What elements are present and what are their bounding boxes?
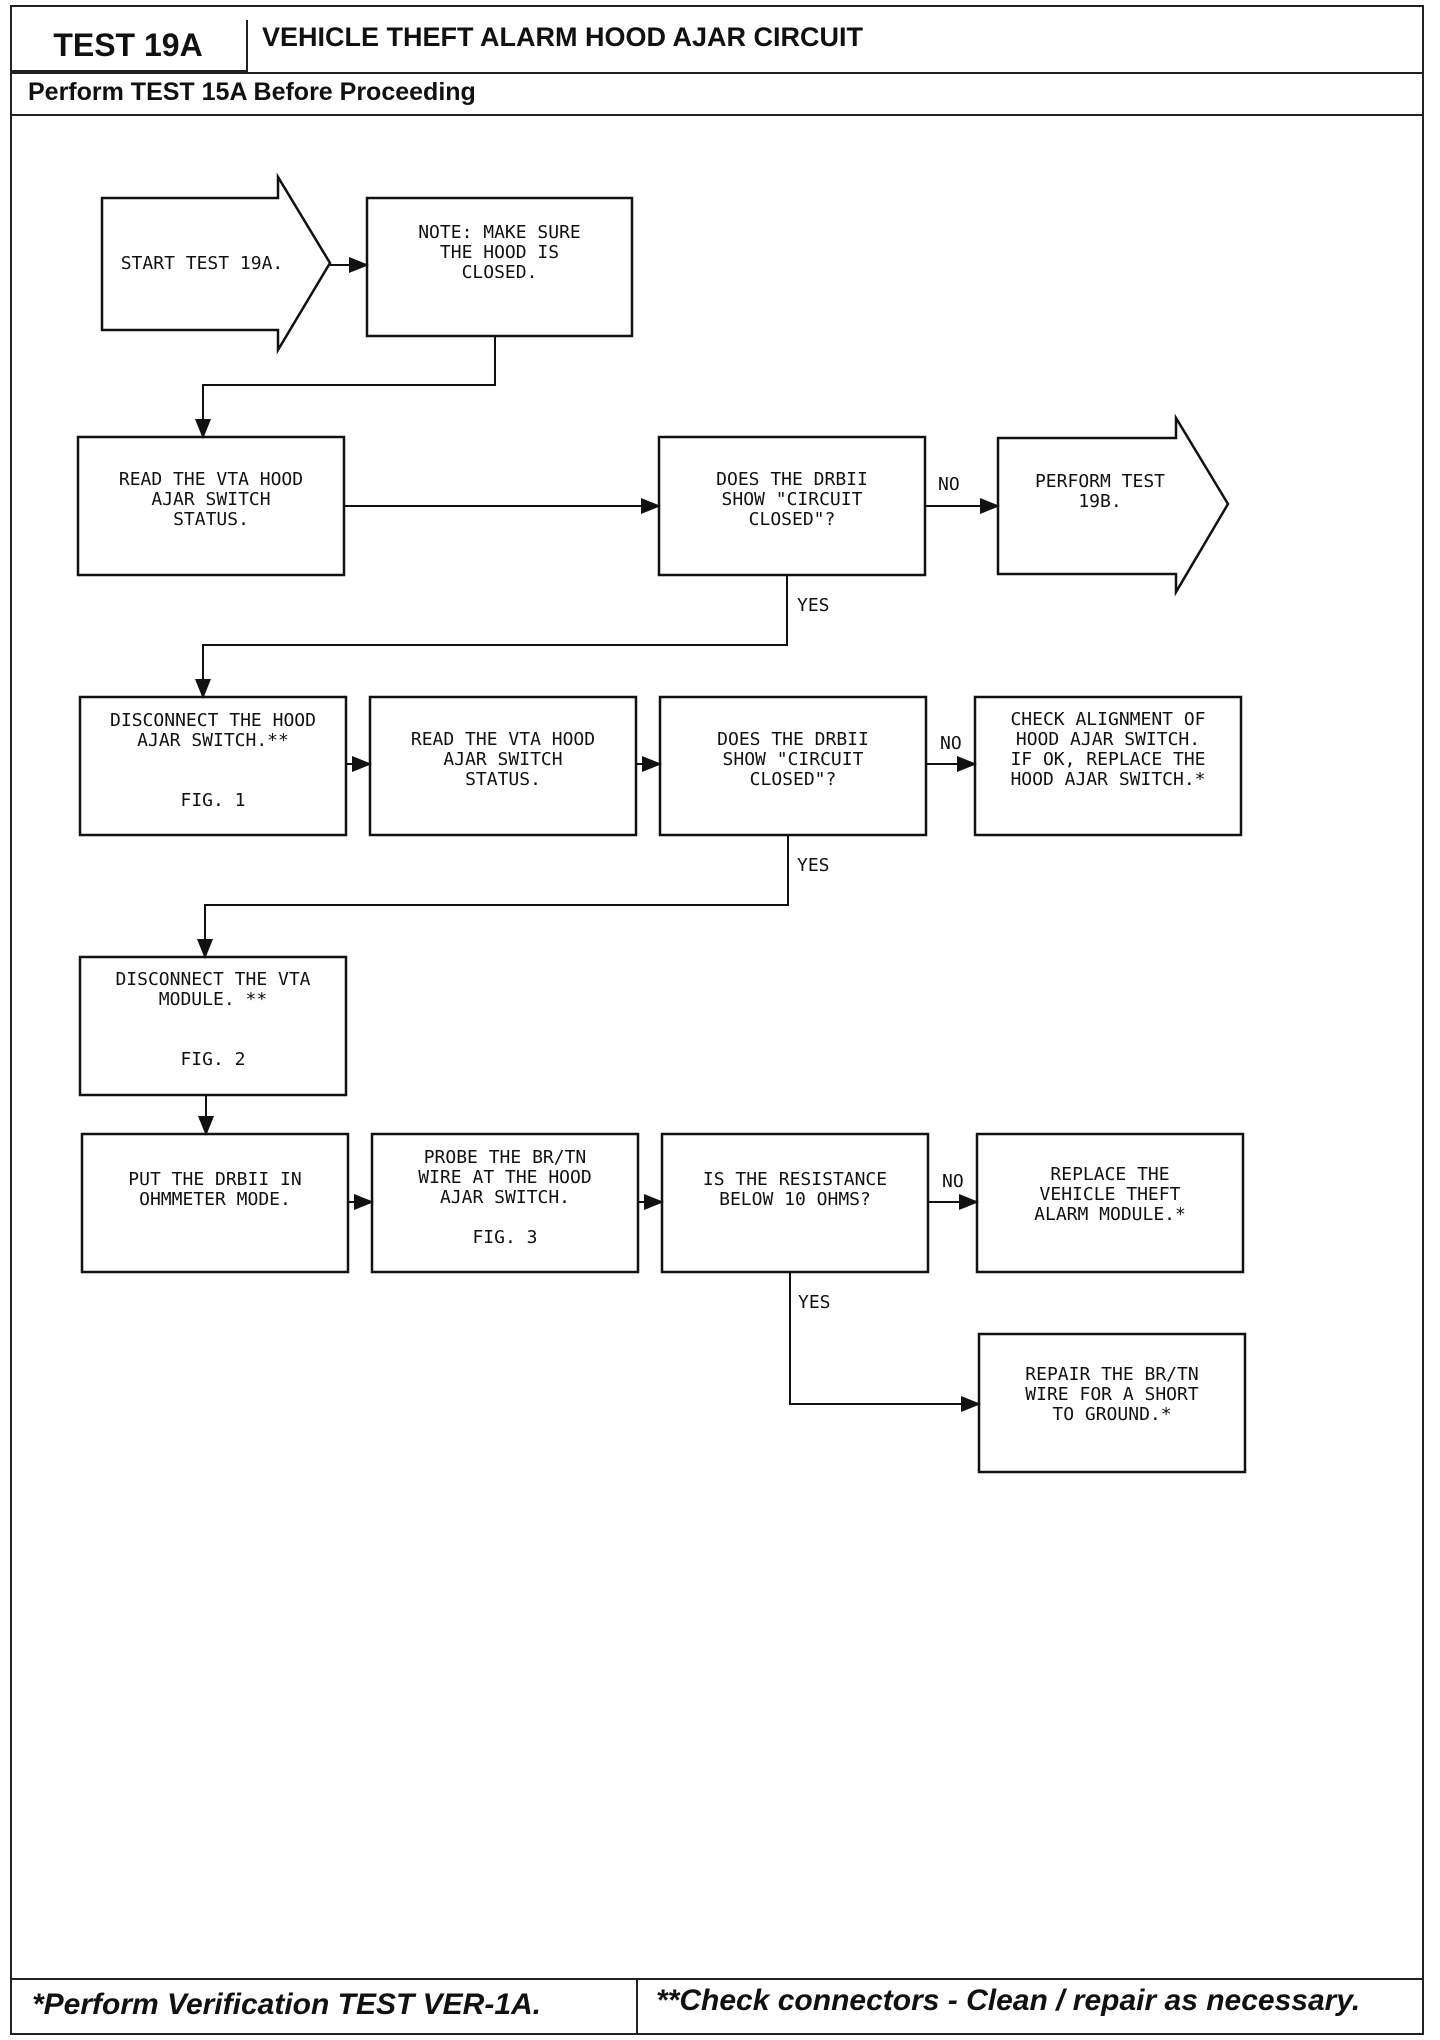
perform-arrow-shape <box>996 413 1230 597</box>
conn-q3-yes <box>789 1272 981 1412</box>
node-disconnect-switch: DISCONNECT THE HOOD AJAR SWITCH.** FIG. … <box>110 710 316 811</box>
node-ohmmeter: PUT THE DRBII IN OHMMETER MODE. <box>128 1169 302 1210</box>
node-repair-wire: REPAIR THE BR/TN WIRE FOR A SHORT TO GRO… <box>1025 1364 1199 1425</box>
node-perform-19b: PERFORM TEST 19B. <box>1034 471 1166 512</box>
footer-verification-note: *Perform Verification TEST VER-1A. <box>32 1988 542 2021</box>
label-no-q3: NO <box>942 1171 964 1192</box>
node-q2: DOES THE DRBII SHOW "CIRCUIT CLOSED"? <box>717 729 869 790</box>
label-no-q2: NO <box>940 733 962 754</box>
test-id: TEST 19A <box>10 20 248 72</box>
label-yes-q1: YES <box>797 595 830 616</box>
node-read1: READ THE VTA HOOD AJAR SWITCH STATUS. <box>118 469 304 530</box>
node-start: START TEST 19A. <box>120 253 284 274</box>
footer-divider <box>10 1978 1424 1980</box>
conn-note-read1 <box>195 336 496 439</box>
header-divider <box>10 72 1424 74</box>
footer-connectors-note: **Check connectors - Clean / repair as n… <box>656 1984 1361 2017</box>
node-probe: PROBE THE BR/TN WIRE AT THE HOOD AJAR SW… <box>418 1147 592 1248</box>
disconnect-module-box <box>78 955 348 1097</box>
node-q1: DOES THE DRBII SHOW "CIRCUIT CLOSED"? <box>716 469 868 530</box>
disconnect-switch-box <box>78 695 348 837</box>
start-arrow-shape <box>100 172 332 355</box>
header-divider-2 <box>10 114 1424 116</box>
conn-q2-yes <box>197 835 789 959</box>
footer-column-divider <box>636 1978 638 2035</box>
label-yes-q3: YES <box>798 1292 831 1313</box>
node-note: NOTE: MAKE SURE THE HOOD IS CLOSED. <box>418 221 581 283</box>
prerequisite-note: Perform TEST 15A Before Proceeding <box>28 78 476 106</box>
label-yes-q2: YES <box>797 855 830 876</box>
conn-q1-yes <box>195 575 788 699</box>
node-check-alignment: CHECK ALIGNMENT OF HOOD AJAR SWITCH. IF … <box>1010 709 1206 790</box>
test-title: VEHICLE THEFT ALARM HOOD AJAR CIRCUIT <box>262 22 863 52</box>
label-no-q1: NO <box>938 474 960 495</box>
node-replace-module: REPLACE THE VEHICLE THEFT ALARM MODULE.* <box>1034 1164 1186 1225</box>
node-q3: IS THE RESISTANCE BELOW 10 OHMS? <box>702 1169 888 1210</box>
node-disconnect-module: DISCONNECT THE VTA MODULE. ** FIG. 2 <box>115 969 311 1070</box>
node-read2: READ THE VTA HOOD AJAR SWITCH STATUS. <box>410 729 596 790</box>
page-frame <box>10 5 1424 2035</box>
